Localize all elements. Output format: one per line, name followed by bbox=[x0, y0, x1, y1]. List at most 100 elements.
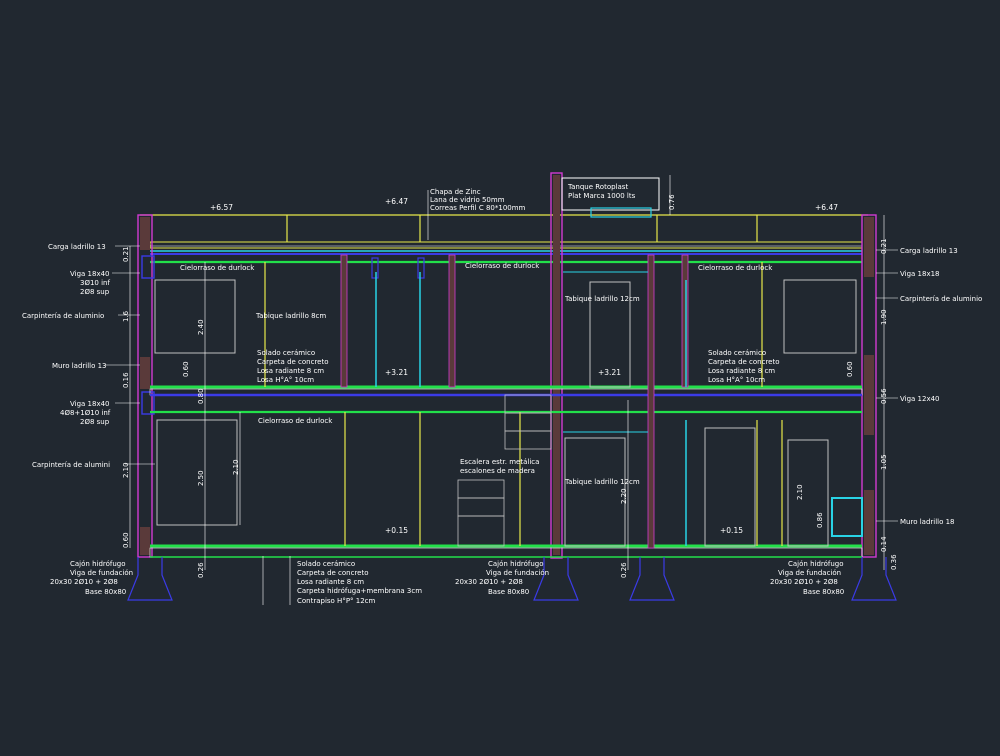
label-escalera-2: escalones de madera bbox=[460, 467, 535, 475]
label-viga-top-1: Viga 18x40 bbox=[70, 270, 110, 278]
label-viga-top-right: Viga 18x18 bbox=[900, 270, 940, 278]
level-roof-center: +6.47 bbox=[385, 197, 408, 206]
label-cielorraso-center: Cielorraso de durlock bbox=[465, 262, 540, 270]
label-viga-mid-1: Viga 18x40 bbox=[70, 400, 110, 408]
label-floor-left-4: Losa H°A° 10cm bbox=[257, 376, 314, 384]
dim-036: 0.36 bbox=[890, 554, 898, 570]
center-wall bbox=[550, 172, 563, 559]
level-ground-right: +0.15 bbox=[720, 526, 743, 535]
dim-16b: 1.6 bbox=[122, 310, 130, 322]
label-cajon-left-4: Base 80x80 bbox=[85, 588, 126, 596]
level-roof-left: +6.57 bbox=[210, 203, 233, 212]
footing-right bbox=[851, 557, 897, 601]
label-viga-top-3: 2Ø8 sup bbox=[80, 288, 110, 296]
left-brick-bottom bbox=[140, 527, 150, 555]
door-top-center bbox=[589, 281, 631, 388]
left-brick-mid bbox=[140, 357, 150, 389]
interior-wall-c bbox=[647, 254, 655, 549]
label-tank-1: Tanque Rotoplast bbox=[567, 183, 628, 191]
window-small-right bbox=[831, 497, 863, 537]
label-cajon-right-2: Viga de fundación bbox=[778, 569, 841, 577]
label-carpinteria-right: Carpintería de aluminio bbox=[900, 295, 982, 303]
label-cajon-left-2: Viga de fundación bbox=[70, 569, 133, 577]
interior-wall-a bbox=[340, 254, 348, 388]
label-carga-ladrillo-left: Carga ladrillo 13 bbox=[48, 243, 106, 251]
label-tank-2: Plat Marca 1000 lts bbox=[568, 192, 636, 200]
dim-220: 2.20 bbox=[620, 488, 628, 504]
water-tank-base bbox=[590, 207, 652, 218]
label-cajon-center-1: Cajón hidrófugo bbox=[488, 560, 544, 568]
level-floor1-right: +3.21 bbox=[598, 368, 621, 377]
level-roof-right: +6.47 bbox=[815, 203, 838, 212]
label-floor-left-2: Carpeta de concreto bbox=[257, 358, 329, 366]
level-floor1-left: +3.21 bbox=[385, 368, 408, 377]
window-bottom-left bbox=[156, 419, 238, 526]
dim-086: 0.86 bbox=[816, 512, 824, 528]
label-muro-ladrillo-right: Muro ladrillo 18 bbox=[900, 518, 955, 526]
label-carga-ladrillo-right: Carga ladrillo 13 bbox=[900, 247, 958, 255]
level-ground-left: +0.15 bbox=[385, 526, 408, 535]
label-floor-right-2: Carpeta de concreto bbox=[708, 358, 780, 366]
label-cajon-center-3: 20x30 2Ø10 + 2Ø8 bbox=[455, 578, 523, 586]
ground-slab bbox=[149, 547, 863, 558]
interior-wall-b bbox=[448, 254, 456, 388]
left-beam-mid bbox=[141, 391, 155, 415]
label-floor-left-1: Solado cerámico bbox=[257, 349, 315, 357]
label-floor-right-4: Losa H°A° 10cm bbox=[708, 376, 765, 384]
dim-014: 0.14 bbox=[880, 536, 888, 552]
door-bottom-center bbox=[564, 437, 626, 547]
footing-center-2 bbox=[629, 557, 675, 601]
label-viga-mid-3: 2Ø8 sup bbox=[80, 418, 110, 426]
label-cajon-center-2: Viga de fundación bbox=[486, 569, 549, 577]
label-roof-2: Lana de vidrio 50mm bbox=[430, 196, 505, 204]
label-roof-3: Correas Perfil C 80*100mm bbox=[430, 204, 526, 212]
door-bottom-right bbox=[704, 427, 756, 547]
dim-210-left: 2.10 bbox=[232, 459, 240, 475]
dim-060a: 0.60 bbox=[182, 361, 190, 377]
roof-slab bbox=[149, 241, 863, 249]
label-cielorraso-ground: Cielorraso de durlock bbox=[258, 417, 333, 425]
label-cajon-right-4: Base 80x80 bbox=[803, 588, 844, 596]
dim-105: 1.05 bbox=[880, 454, 888, 470]
label-floor-left-3: Losa radiante 8 cm bbox=[257, 367, 324, 375]
dim-026-left: 0.26 bbox=[197, 562, 205, 578]
interior-wall-d bbox=[681, 254, 689, 388]
window-top-left bbox=[154, 279, 236, 354]
dim-240: 2.40 bbox=[197, 319, 205, 335]
right-brick-top bbox=[864, 217, 874, 277]
label-cajon-left-3: 20x30 2Ø10 + 2Ø8 bbox=[50, 578, 118, 586]
label-viga-top-2: 3Ø10 inf bbox=[80, 279, 110, 287]
label-roof-1: Chapa de Zinc bbox=[430, 188, 481, 196]
dim-250: 2.50 bbox=[197, 470, 205, 486]
dim-016: 0.16 bbox=[122, 372, 130, 388]
left-beam-top bbox=[141, 255, 155, 279]
left-brick-top bbox=[140, 217, 150, 250]
label-cielorraso-left: Cielorraso de durlock bbox=[180, 264, 255, 272]
right-brick-mid bbox=[864, 355, 874, 435]
dim-080: 0.80 bbox=[197, 388, 205, 404]
label-cajon-left-1: Cajón hidrófugo bbox=[70, 560, 126, 568]
dim-076: 0.76 bbox=[668, 194, 676, 210]
door-bottom-right-2 bbox=[787, 439, 829, 547]
label-escalera-1: Escalera estr. metálica bbox=[460, 458, 539, 466]
dim-210c: 2.10 bbox=[122, 462, 130, 478]
dim-210-right: 2.10 bbox=[796, 484, 804, 500]
label-tabique-8: Tabique ladrillo 8cm bbox=[255, 312, 326, 320]
label-floor-right-1: Solado cerámico bbox=[708, 349, 766, 357]
label-floor-right-3: Losa radiante 8 cm bbox=[708, 367, 775, 375]
label-carpinteria-top: Carpintería de aluminio bbox=[22, 312, 104, 320]
label-cielorraso-right: Cielorraso de durlock bbox=[698, 264, 773, 272]
dim-021-left: 0.21 bbox=[122, 246, 130, 262]
water-tank-box bbox=[561, 177, 660, 211]
label-carpinteria-bottom: Carpintería de alumini bbox=[32, 461, 110, 469]
footing-center bbox=[533, 557, 579, 601]
dim-060b: 0.60 bbox=[122, 532, 130, 548]
footing-left bbox=[127, 557, 173, 601]
dim-190: 1.90 bbox=[880, 309, 888, 325]
label-ground-4: Carpeta hidrófuga+membrana 3cm bbox=[297, 587, 422, 595]
dim-056: 0.56 bbox=[880, 388, 888, 404]
label-ground-3: Losa radiante 8 cm bbox=[297, 578, 364, 586]
dim-060c: 0.60 bbox=[846, 361, 854, 377]
